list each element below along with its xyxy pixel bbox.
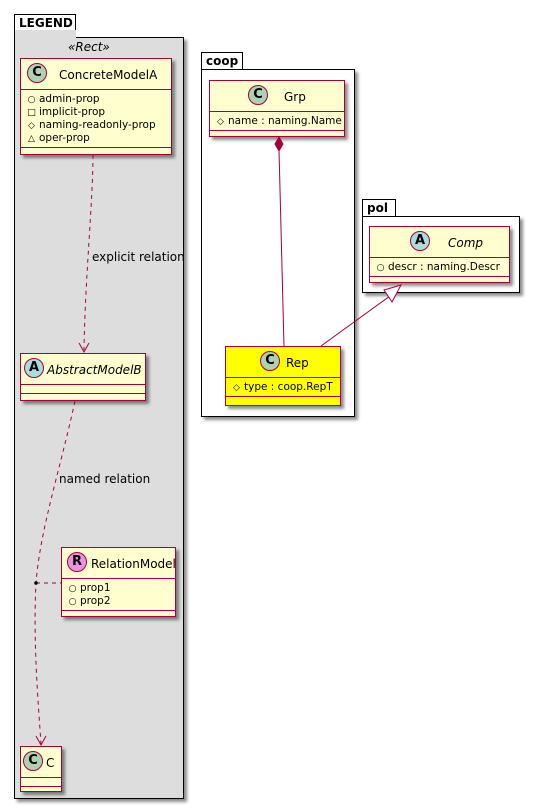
protected-icon: ◇: [28, 121, 35, 131]
class-abstract-model-b[interactable]: A AbstractModelB: [20, 353, 146, 401]
class-a-icon: A: [24, 358, 44, 378]
class-name: C: [46, 756, 55, 770]
named-relation-edge: [34, 400, 76, 745]
public-icon: ○: [68, 597, 77, 607]
attribute-row: ○prop2: [68, 595, 175, 608]
generalization-triangle-icon: [383, 284, 402, 303]
class-grp[interactable]: C Grp ◇ name : naming.Name: [209, 80, 345, 137]
coop-package-name: coop: [206, 54, 239, 68]
attribute-text: type : coop.RepT: [244, 381, 333, 393]
legend-package-name: LEGEND: [19, 16, 73, 30]
protected-icon: ◇: [217, 117, 224, 127]
legend-stereotype: «Rect»: [68, 40, 110, 54]
association-point: [34, 581, 38, 585]
coop-package-tab: coop: [201, 52, 243, 69]
attribute-row: ◇ naming-readonly-prop: [27, 119, 171, 132]
attribute-row: ○admin-prop: [27, 93, 171, 106]
attribute-text: admin-prop: [39, 93, 100, 105]
attribute-row: ○prop1: [68, 582, 175, 595]
attribute-row: ◇ name : naming.Name: [216, 115, 344, 128]
attribute-text: prop1: [80, 582, 111, 594]
class-comp[interactable]: A Comp ○descr : naming.Descr: [369, 226, 510, 283]
class-name: AbstractModelB: [47, 363, 142, 377]
class-c-icon: C: [23, 751, 43, 771]
attribute-row: △ oper-prop: [27, 132, 171, 145]
class-name: Grp: [284, 90, 306, 104]
composition-diamond-icon: [274, 135, 284, 153]
class-name: ConcreteModelA: [59, 68, 158, 82]
class-name: RelationModel: [91, 557, 176, 571]
class-name: Rep: [286, 356, 309, 370]
pol-package-name: pol: [367, 201, 388, 215]
class-a-icon: A: [410, 231, 430, 251]
private-icon: □: [27, 108, 36, 118]
pol-package-tab: pol: [362, 199, 396, 216]
protected-icon: ◇: [233, 383, 240, 393]
attribute-row: ◇ type : coop.RepT: [232, 381, 340, 394]
class-c[interactable]: C C: [20, 746, 62, 792]
class-name: Comp: [448, 236, 484, 250]
class-r-icon: R: [67, 552, 87, 572]
attribute-text: name : naming.Name: [228, 115, 342, 127]
explicit-relation-edge: [83, 154, 94, 351]
arrow-head-icon: [35, 735, 47, 747]
public-icon: ○: [68, 584, 77, 594]
legend-package-tab: LEGEND: [14, 14, 76, 31]
attribute-text: oper-prop: [39, 132, 90, 144]
attribute-row: □implicit-prop: [27, 106, 171, 119]
edge-label-explicit: explicit relation: [92, 250, 185, 264]
attribute-text: implicit-prop: [39, 106, 106, 118]
class-c-icon: C: [27, 63, 47, 83]
attribute-text: descr : naming.Descr: [388, 261, 500, 273]
class-c-icon: C: [248, 85, 268, 105]
attribute-row: ○descr : naming.Descr: [376, 261, 509, 274]
arrow-head-icon: [78, 342, 90, 354]
composition-edge: [278, 149, 285, 347]
generalization-edge: [320, 295, 391, 347]
attribute-text: prop2: [80, 595, 111, 607]
class-c-icon: C: [260, 351, 280, 371]
legend-package: [14, 37, 184, 799]
package-icon: △: [28, 134, 35, 144]
public-icon: ○: [376, 263, 385, 273]
class-relation-model[interactable]: R RelationModel ○prop1 ○prop2: [61, 547, 176, 617]
public-icon: ○: [27, 95, 36, 105]
class-rep[interactable]: C Rep ◇ type : coop.RepT: [225, 346, 341, 406]
edge-label-named: named relation: [59, 472, 151, 486]
attribute-text: naming-readonly-prop: [39, 119, 156, 131]
class-concrete-model-a[interactable]: C ConcreteModelA ○admin-prop □implicit-p…: [20, 58, 172, 155]
